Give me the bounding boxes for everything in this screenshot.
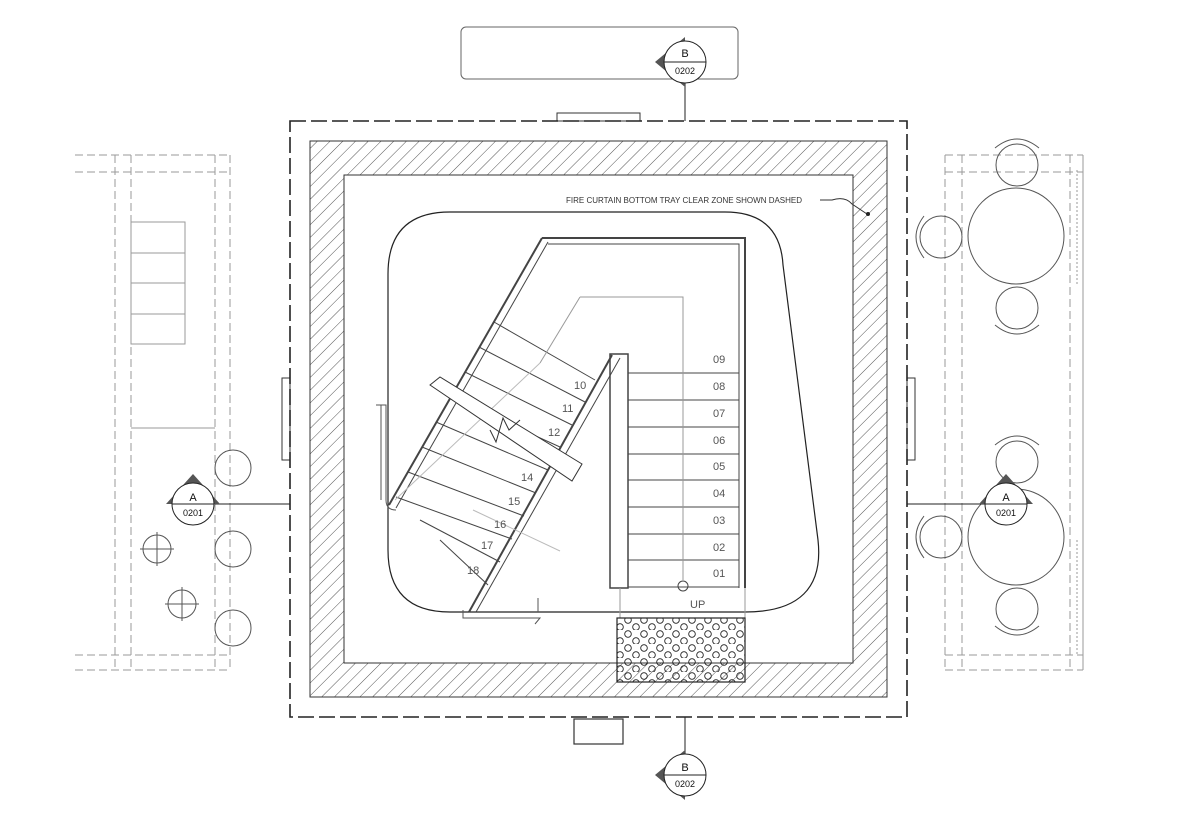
step-number: 18 (467, 565, 479, 577)
step-number: 10 (574, 380, 586, 392)
step-number: 12 (548, 427, 560, 439)
top-threshold (556, 112, 641, 122)
top-planter-outline (460, 26, 739, 80)
section-marker-top: B 0202 (655, 37, 707, 121)
step-number: 08 (713, 381, 725, 393)
left-fixtures (140, 449, 252, 647)
hatched-wall (309, 140, 888, 698)
step-number: 11 (562, 403, 573, 415)
step-number: 15 (508, 496, 520, 508)
right-door-jamb (906, 377, 916, 461)
section-sheet: 0201 (183, 508, 203, 518)
section-marker-right: A 0201 (907, 474, 1033, 526)
cut-line (429, 376, 583, 482)
step-number: 09 (713, 354, 725, 366)
step-number: 04 (713, 488, 725, 500)
section-sheet: 0201 (996, 508, 1016, 518)
step-number: 03 (713, 515, 725, 527)
section-marker-bottom: B 0202 (655, 717, 707, 800)
right-furniture (915, 138, 1065, 636)
note-leader (820, 198, 868, 215)
step-number: 02 (713, 542, 725, 554)
section-sheet: 0202 (675, 66, 695, 76)
right-adjacent-area (944, 154, 1084, 671)
fire-curtain-note: FIRE CURTAIN BOTTOM TRAY CLEAR ZONE SHOW… (566, 196, 802, 205)
section-sheet: 0202 (675, 779, 695, 789)
step-number: 17 (481, 540, 493, 552)
fire-curtain-clear-zone (289, 120, 908, 718)
section-letter: B (681, 762, 688, 774)
tactile-paving (616, 617, 746, 683)
bottom-threshold (573, 718, 624, 745)
step-number: 01 (713, 568, 725, 580)
step-number: 16 (494, 519, 506, 531)
handrails (376, 404, 542, 625)
step-number: 14 (521, 472, 533, 484)
lower-stair-flight (609, 353, 746, 618)
up-label: UP (690, 599, 705, 611)
step-number: 06 (713, 435, 725, 447)
step-numbers-upper: 10 11 12 14 15 16 17 18 (467, 380, 586, 577)
section-letter: A (1002, 492, 1010, 504)
step-number: 07 (713, 408, 725, 420)
left-adjacent-area (75, 154, 231, 671)
section-letter: B (681, 48, 688, 60)
section-marker-left: A 0201 (166, 474, 290, 526)
left-door-jamb (281, 377, 291, 461)
section-letter: A (189, 492, 197, 504)
note-leader-dot (866, 212, 870, 216)
step-number: 05 (713, 461, 725, 473)
upper-stair-flight (388, 237, 746, 613)
step-numbers-lower: 01 02 03 04 05 06 07 08 09 (713, 354, 725, 580)
